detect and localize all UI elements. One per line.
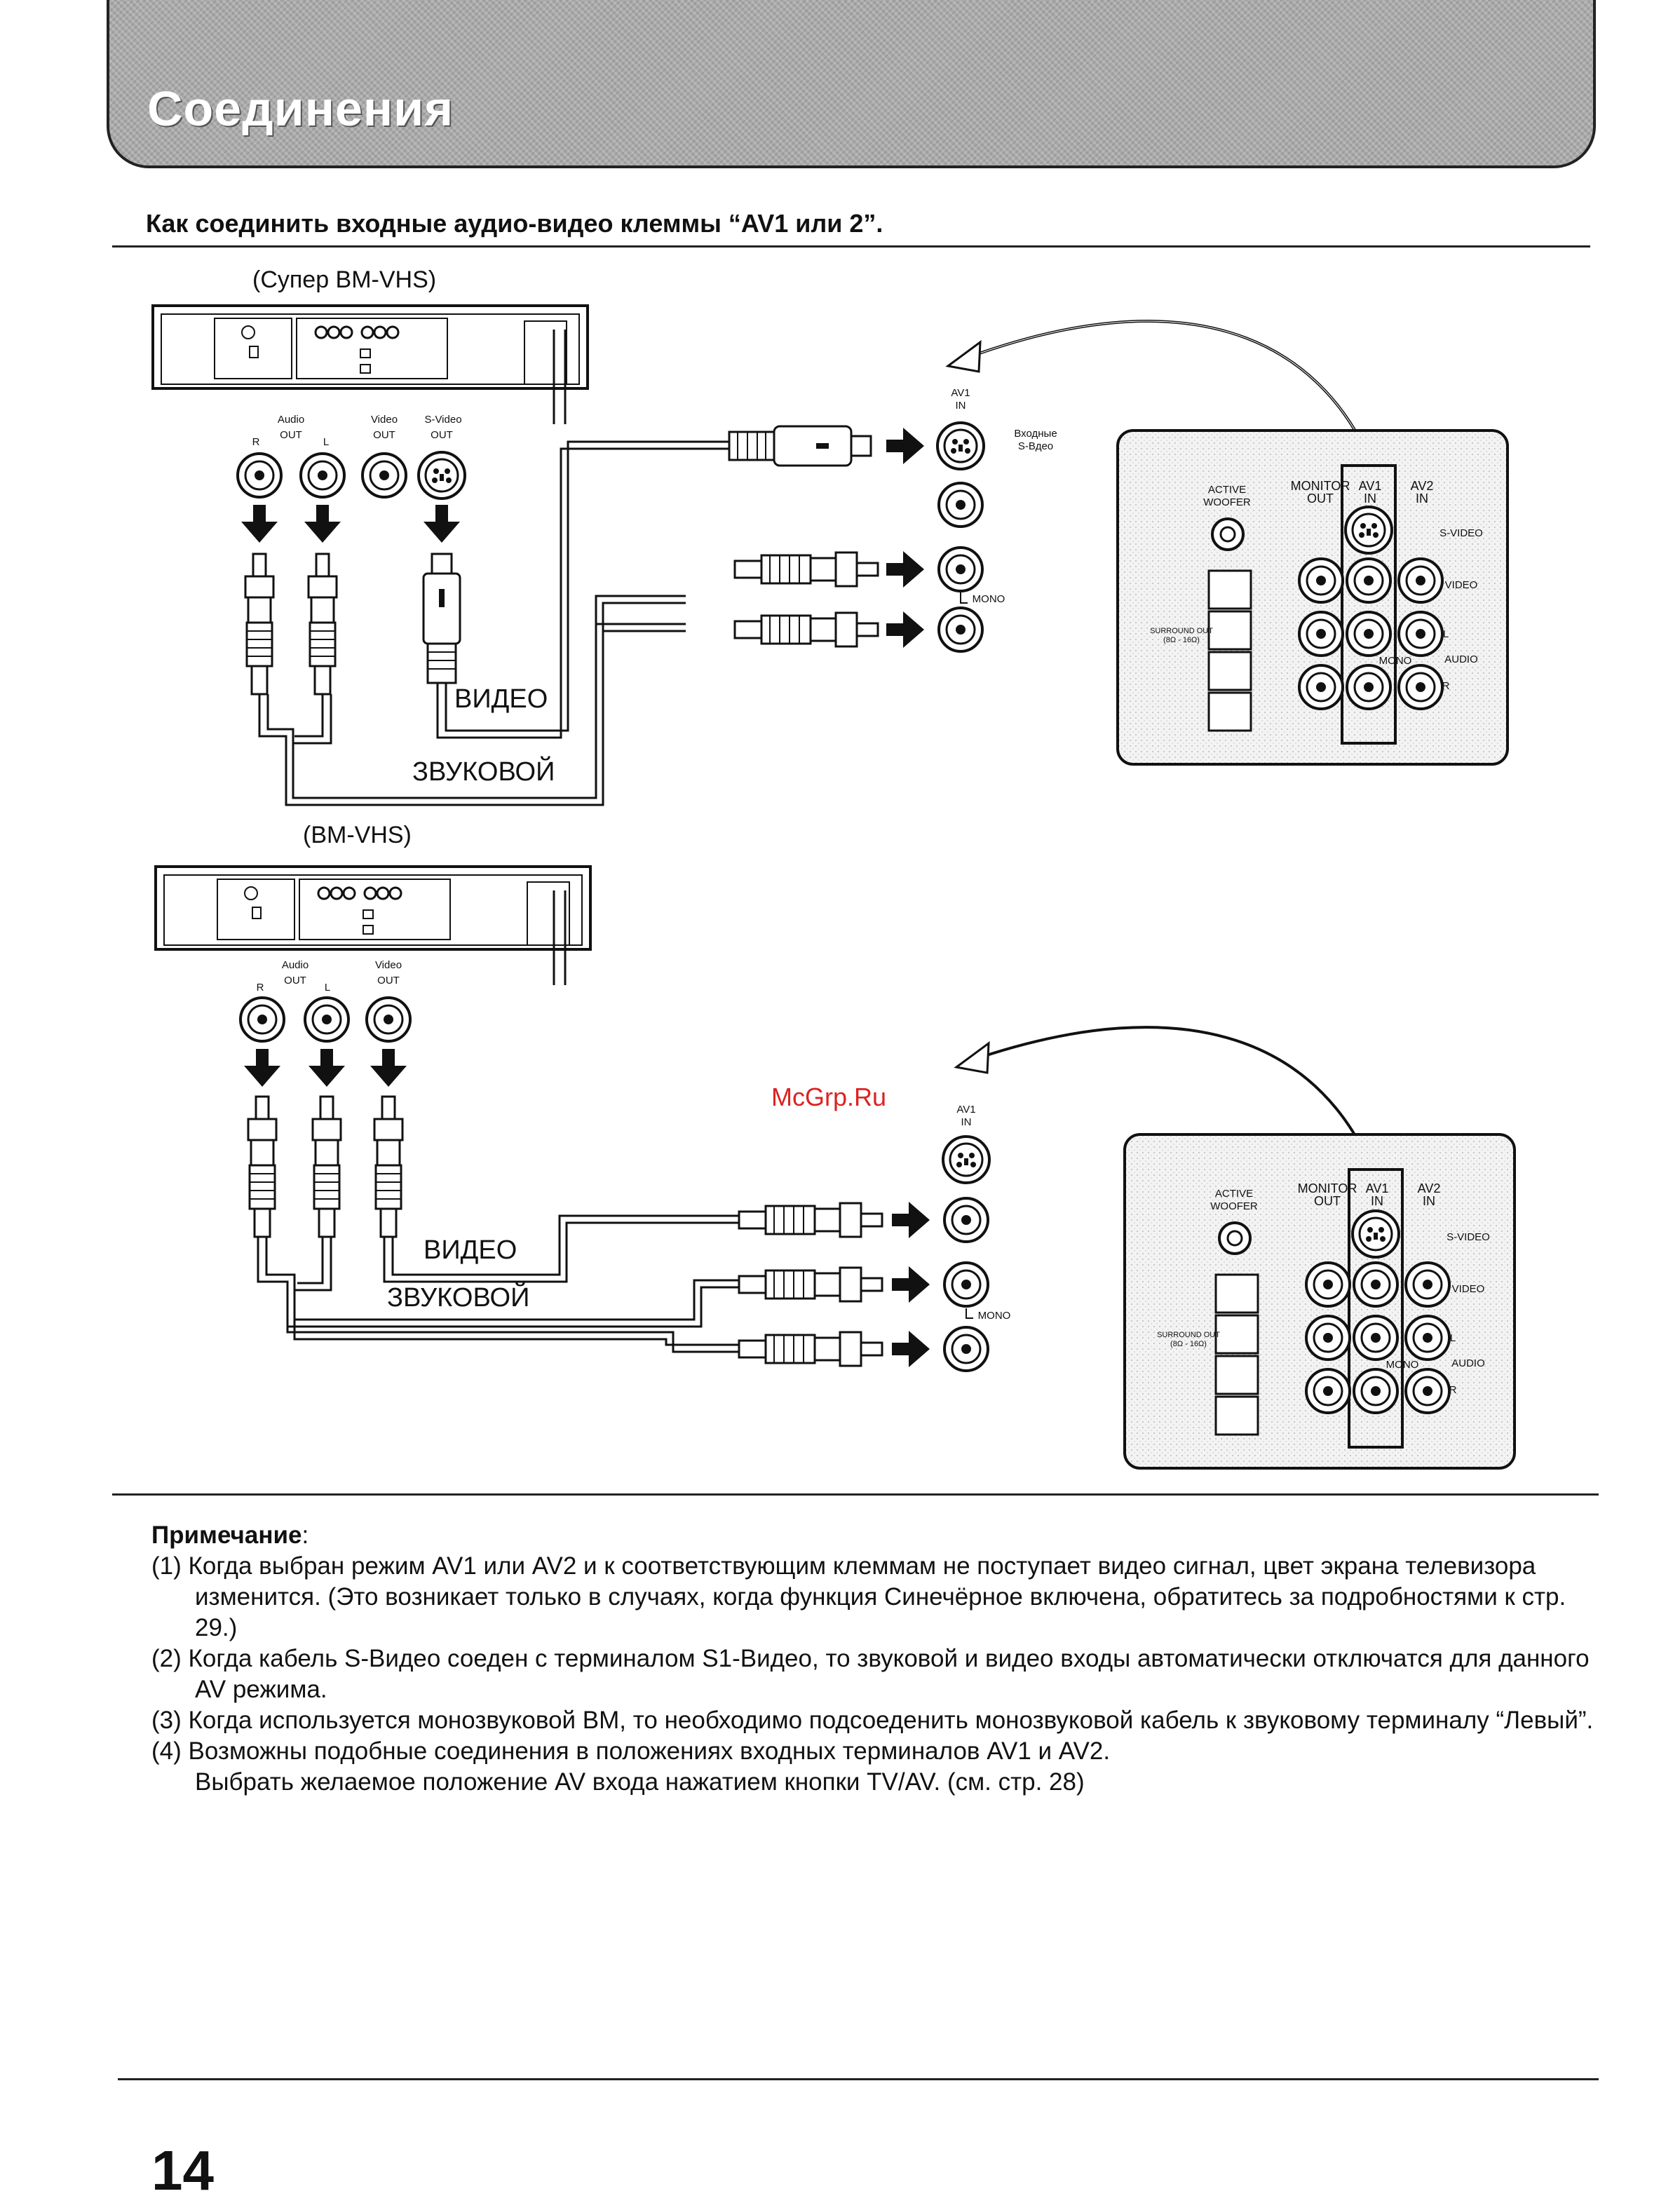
cable-video-label: ВИДЕО bbox=[452, 684, 551, 714]
mono-label-tv: MONO bbox=[1378, 655, 1412, 667]
video-label-tv: VIDEO bbox=[1444, 579, 1478, 591]
section-subtitle: Как соединить входные аудио-видео клеммы… bbox=[146, 209, 883, 238]
footer-divider bbox=[118, 2078, 1599, 2080]
svideo-out-label: OUT bbox=[431, 429, 453, 441]
page-title: Соединения bbox=[147, 81, 454, 136]
cable-video-label-2: ВИДЕО bbox=[421, 1235, 520, 1266]
audio-label-2: Audio bbox=[281, 959, 309, 971]
video-label-2: Video bbox=[374, 959, 402, 971]
video-label-tv-2: VIDEO bbox=[1451, 1283, 1485, 1295]
audio-label-tv-2: AUDIO bbox=[1451, 1357, 1485, 1369]
l-label-tv-2: L bbox=[1449, 1332, 1456, 1344]
av2-in-label-2: AV2 IN bbox=[1417, 1181, 1441, 1208]
header-banner bbox=[107, 0, 1596, 168]
tv-av1-in-label-2: AV1 IN bbox=[956, 1104, 976, 1128]
cable-audio-label: ЗВУКОВОЙ bbox=[409, 757, 558, 787]
mono-label: MONO bbox=[972, 593, 1005, 605]
mono-label-2: MONO bbox=[977, 1310, 1011, 1322]
active-woofer-label: ACTIVE WOOFER bbox=[1203, 484, 1251, 508]
note-continuation: Выбрать желаемое положение AV входа нажа… bbox=[195, 1768, 1085, 1796]
video-out-label-2: OUT bbox=[377, 975, 400, 987]
r-label-tv: R bbox=[1442, 680, 1450, 692]
s-video-label-2: S-VIDEO bbox=[1447, 1231, 1490, 1243]
page-number: 14 bbox=[151, 2139, 214, 2202]
r-label: R bbox=[252, 436, 260, 448]
notes-heading: Примечание bbox=[151, 1521, 302, 1549]
note-item: (2) Когда кабель S-Видео соеден с термин… bbox=[151, 1645, 1590, 1703]
surround-label: SURROUND OUT (8Ω - 16Ω) bbox=[1150, 627, 1213, 644]
tv-av1-in-label: AV1 IN bbox=[951, 387, 970, 412]
video-label: Video bbox=[370, 414, 398, 426]
r-label-2: R bbox=[256, 982, 264, 994]
av1-in-label: AV1 IN bbox=[1358, 479, 1382, 506]
audio-label-tv: AUDIO bbox=[1444, 653, 1478, 665]
out-label: OUT bbox=[280, 429, 302, 441]
l-label-tv: L bbox=[1442, 628, 1449, 640]
monitor-out-label: MONITOR OUT bbox=[1290, 479, 1350, 506]
notes-section: Примечание: (1) Когда выбран режим AV1 и… bbox=[151, 1520, 1596, 1798]
surround-label-2: SURROUND OUT (8Ω - 16Ω) bbox=[1157, 1331, 1220, 1348]
video-out-label: OUT bbox=[373, 429, 395, 441]
mono-label-tv-2: MONO bbox=[1386, 1359, 1419, 1371]
watermark: McGrp.Ru bbox=[771, 1083, 887, 1111]
monitor-out-label-2: MONITOR OUT bbox=[1297, 1181, 1357, 1208]
vcr-label-bmvhs: (ВМ-VHS) bbox=[303, 822, 412, 848]
svideo-label: S-Video bbox=[424, 414, 462, 426]
l-label: L bbox=[323, 436, 330, 448]
av2-in-label: AV2 IN bbox=[1410, 479, 1434, 506]
audio-label: Audio bbox=[277, 414, 305, 426]
vcr-label-super: (Супер ВМ-VHS) bbox=[252, 266, 437, 293]
note-item: (1) Когда выбран режим AV1 или AV2 и к с… bbox=[151, 1552, 1566, 1641]
svideo-input-label: Входные S-Вдео bbox=[1014, 428, 1057, 452]
s-video-label: S-VIDEO bbox=[1439, 527, 1483, 539]
l-label-2: L bbox=[324, 982, 331, 994]
cable-audio-label-2: ЗВУКОВОЙ bbox=[384, 1283, 533, 1313]
top-divider bbox=[112, 245, 1590, 248]
middle-divider bbox=[112, 1493, 1599, 1496]
r-label-tv-2: R bbox=[1449, 1384, 1457, 1396]
note-item: (4) Возможны подобные соединения в полож… bbox=[151, 1737, 1111, 1765]
note-item: (3) Когда используется монозвуковой ВМ, … bbox=[151, 1707, 1594, 1734]
active-woofer-label-2: ACTIVE WOOFER bbox=[1210, 1188, 1258, 1212]
out-label-2: OUT bbox=[284, 975, 306, 987]
av1-in-label-2: AV1 IN bbox=[1365, 1181, 1389, 1208]
